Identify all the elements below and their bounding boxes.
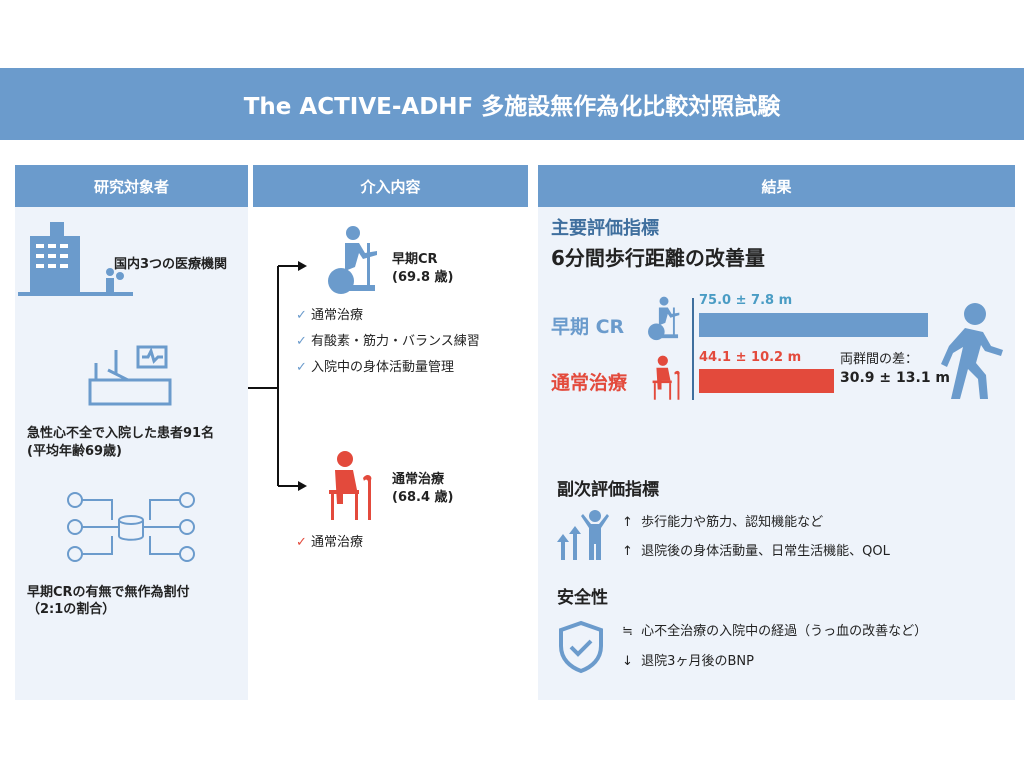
item-text: 退院3ヶ月後のBNP — [641, 654, 754, 669]
randomization-icon — [67, 492, 195, 562]
bar-axis — [692, 298, 694, 400]
difference-label: 両群間の差： — [840, 352, 919, 367]
group-early-label: 早期 CR — [551, 316, 625, 338]
secondary-item-1: ↑ 歩行能力や筋力、認知機能など — [622, 513, 823, 533]
up-arrow-icon: ↑ — [622, 544, 633, 559]
safety-item-2: ↓ 退院3ヶ月後のBNP — [622, 652, 754, 672]
check-icon: ✓ — [296, 535, 307, 550]
group-usual-label: 通常治療 — [551, 372, 628, 394]
hospitals-text: 国内3つの医療機関 — [114, 257, 228, 272]
header-intervention: 介入内容 — [253, 165, 528, 207]
check-icon: ✓ — [296, 334, 307, 349]
difference-value: 30.9 ± 13.1 m — [840, 370, 951, 386]
safety-item-1: ≒ 心不全治療の入院中の経過（うっ血の改善など） — [622, 622, 927, 642]
walking-person-icon — [941, 303, 1003, 399]
secondary-item-2: ↑ 退院後の身体活動量、日常生活機能、QOL — [622, 542, 890, 562]
early-cr-name: 早期CR — [392, 252, 438, 267]
item-text: 退院後の身体活動量、日常生活機能、QOL — [641, 544, 890, 559]
shield-check-icon — [559, 620, 603, 674]
elder-small-icon — [652, 355, 680, 400]
item-text: 有酸素・筋力・バランス練習 — [311, 334, 480, 349]
check-icon: ✓ — [296, 308, 307, 323]
secondary-outcome-label: 副次評価指標 — [557, 480, 659, 500]
approx-equal-icon: ≒ — [622, 624, 633, 639]
patients-line2: (平均年齢69歳) — [27, 444, 122, 459]
item-text: 入院中の身体活動量管理 — [311, 360, 455, 375]
usual-care-age: (68.4 歳) — [392, 490, 454, 505]
down-arrow-icon: ↓ — [622, 654, 633, 669]
bike-small-icon — [648, 296, 680, 341]
early-cr-age: (69.8 歳) — [392, 270, 454, 285]
hospital-bed-icon — [88, 345, 172, 406]
header-results: 結果 — [538, 165, 1015, 207]
usual-care-item: ✓ 通常治療 — [296, 533, 363, 553]
seated-elder-icon — [329, 451, 372, 520]
results-panel — [538, 207, 1015, 700]
randomization-line2: （2:1の割合） — [27, 602, 116, 617]
item-text: 通常治療 — [311, 535, 364, 550]
check-icon: ✓ — [296, 360, 307, 375]
up-arrow-icon: ↑ — [622, 515, 633, 530]
patients-line1: 急性心不全で入院した患者91名 — [27, 426, 215, 441]
safety-label: 安全性 — [557, 588, 608, 608]
header-subjects: 研究対象者 — [15, 165, 248, 207]
item-text: 歩行能力や筋力、認知機能など — [641, 515, 824, 530]
improvement-person-icon — [557, 510, 609, 560]
usual-care-name: 通常治療 — [392, 472, 445, 487]
page-title: The ACTIVE-ADHF 多施設無作為化比較対照試験 — [0, 68, 1024, 140]
bar-early-cr — [699, 313, 928, 337]
item-text: 心不全治療の入院中の経過（うっ血の改善など） — [641, 624, 928, 639]
exercise-bike-icon — [328, 226, 377, 294]
early-value-label: 75.0 ± 7.8 m — [699, 293, 793, 308]
bar-usual-care — [699, 369, 834, 393]
hospital-icon — [18, 222, 133, 296]
allocation-arrows — [248, 261, 307, 491]
primary-outcome-label: 主要評価指標 — [551, 218, 659, 239]
early-cr-items: ✓ 通常治療 ✓ 有酸素・筋力・バランス練習 ✓ 入院中の身体活動量管理 — [296, 306, 480, 384]
item-text: 通常治療 — [311, 308, 364, 323]
primary-outcome-title: 6分間歩行距離の改善量 — [551, 246, 765, 270]
usual-value-label: 44.1 ± 10.2 m — [699, 350, 802, 365]
randomization-line1: 早期CRの有無で無作為割付 — [27, 585, 190, 600]
